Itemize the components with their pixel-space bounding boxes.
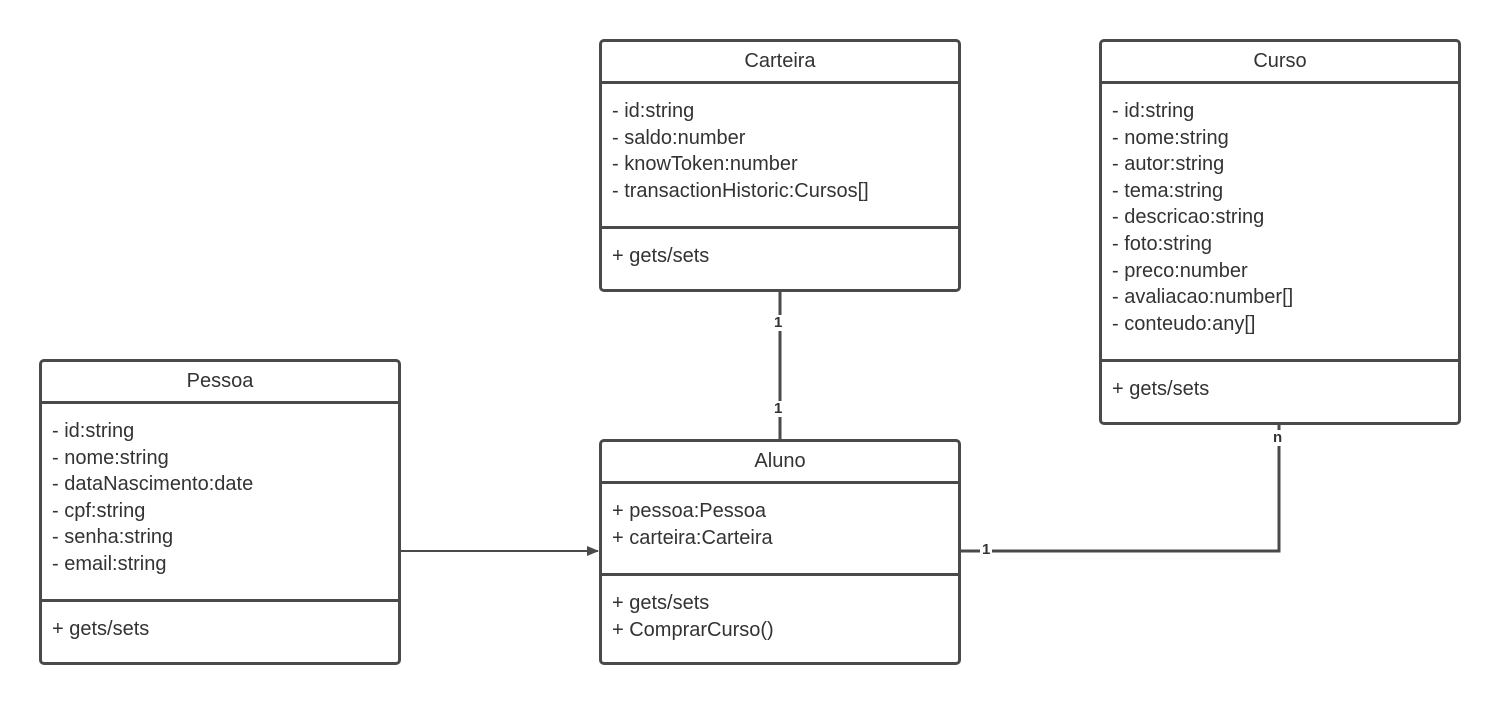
methods-section: + gets/sets bbox=[602, 229, 958, 270]
class-curso[interactable]: Curso - id:string - nome:string - autor:st… bbox=[1099, 39, 1461, 425]
class-name: Aluno bbox=[602, 442, 958, 484]
attribute-line: - autor:string bbox=[1112, 153, 1225, 176]
attribute-line: - tema:string bbox=[1112, 179, 1224, 202]
method-line: + gets/sets bbox=[1112, 378, 1210, 400]
method-line: + gets/sets bbox=[612, 245, 710, 267]
attributes-section: - id:string - nome:string - autor:string - … bbox=[1102, 84, 1458, 362]
attributes-section: + pessoa:Pessoa + carteira:Carteira bbox=[602, 484, 958, 576]
multiplicity-aluno-curso-side: 1 bbox=[980, 541, 993, 558]
attribute-line: - nome:string bbox=[52, 446, 169, 469]
methods-section: + gets/sets bbox=[42, 602, 398, 643]
attribute-line: - senha:string bbox=[52, 526, 174, 549]
attributes-section: - id:string - saldo:number - knowToken:num… bbox=[602, 84, 958, 229]
attribute-line: - avaliacao:number[] bbox=[1112, 286, 1294, 309]
attribute-line: + carteira:Carteira bbox=[612, 526, 773, 549]
method-line: + gets/sets bbox=[52, 618, 150, 640]
methods-section: + gets/sets + ComprarCurso() bbox=[602, 576, 958, 643]
method-line: + gets/sets bbox=[612, 592, 710, 614]
connector-aluno-curso[interactable] bbox=[961, 424, 1281, 553]
multiplicity-carteira-side: 1 bbox=[772, 314, 785, 331]
attribute-line: - id:string bbox=[1112, 100, 1195, 122]
attribute-line: + pessoa:Pessoa bbox=[612, 500, 766, 522]
multiplicity-curso-side: n bbox=[1271, 429, 1285, 446]
attribute-line: - id:string bbox=[612, 100, 695, 122]
attribute-line: - descricao:string bbox=[1112, 206, 1265, 229]
attribute-line: - nome:string bbox=[1112, 126, 1229, 149]
attribute-line: - email:string bbox=[52, 552, 167, 575]
class-name: Curso bbox=[1102, 42, 1458, 84]
class-name: Pessoa bbox=[42, 362, 398, 404]
attribute-line: - knowToken:number bbox=[612, 153, 798, 176]
multiplicity-aluno-carteira-side: 1 bbox=[772, 400, 785, 417]
attribute-line: - id:string bbox=[52, 420, 135, 442]
attribute-line: - cpf:string bbox=[52, 499, 146, 522]
attribute-line: - preco:number bbox=[1112, 259, 1248, 282]
method-line: + ComprarCurso() bbox=[612, 618, 774, 641]
attribute-line: - foto:string bbox=[1112, 232, 1213, 255]
attribute-line: - conteudo:any[] bbox=[1112, 312, 1256, 335]
class-aluno[interactable]: Aluno + pessoa:Pessoa + carteira:Carteira… bbox=[599, 439, 961, 665]
attribute-line: - dataNascimento:date bbox=[52, 473, 254, 496]
attribute-line: - saldo:number bbox=[612, 126, 746, 149]
methods-section: + gets/sets bbox=[1102, 362, 1458, 403]
class-name: Carteira bbox=[602, 42, 958, 84]
attribute-line: - transactionHistoric:Cursos[] bbox=[612, 179, 869, 202]
class-carteira[interactable]: Carteira - id:string - saldo:number - know… bbox=[599, 39, 961, 292]
attributes-section: - id:string - nome:string - dataNascimento… bbox=[42, 404, 398, 602]
class-pessoa[interactable]: Pessoa - id:string - nome:string - dataNas… bbox=[39, 359, 401, 665]
